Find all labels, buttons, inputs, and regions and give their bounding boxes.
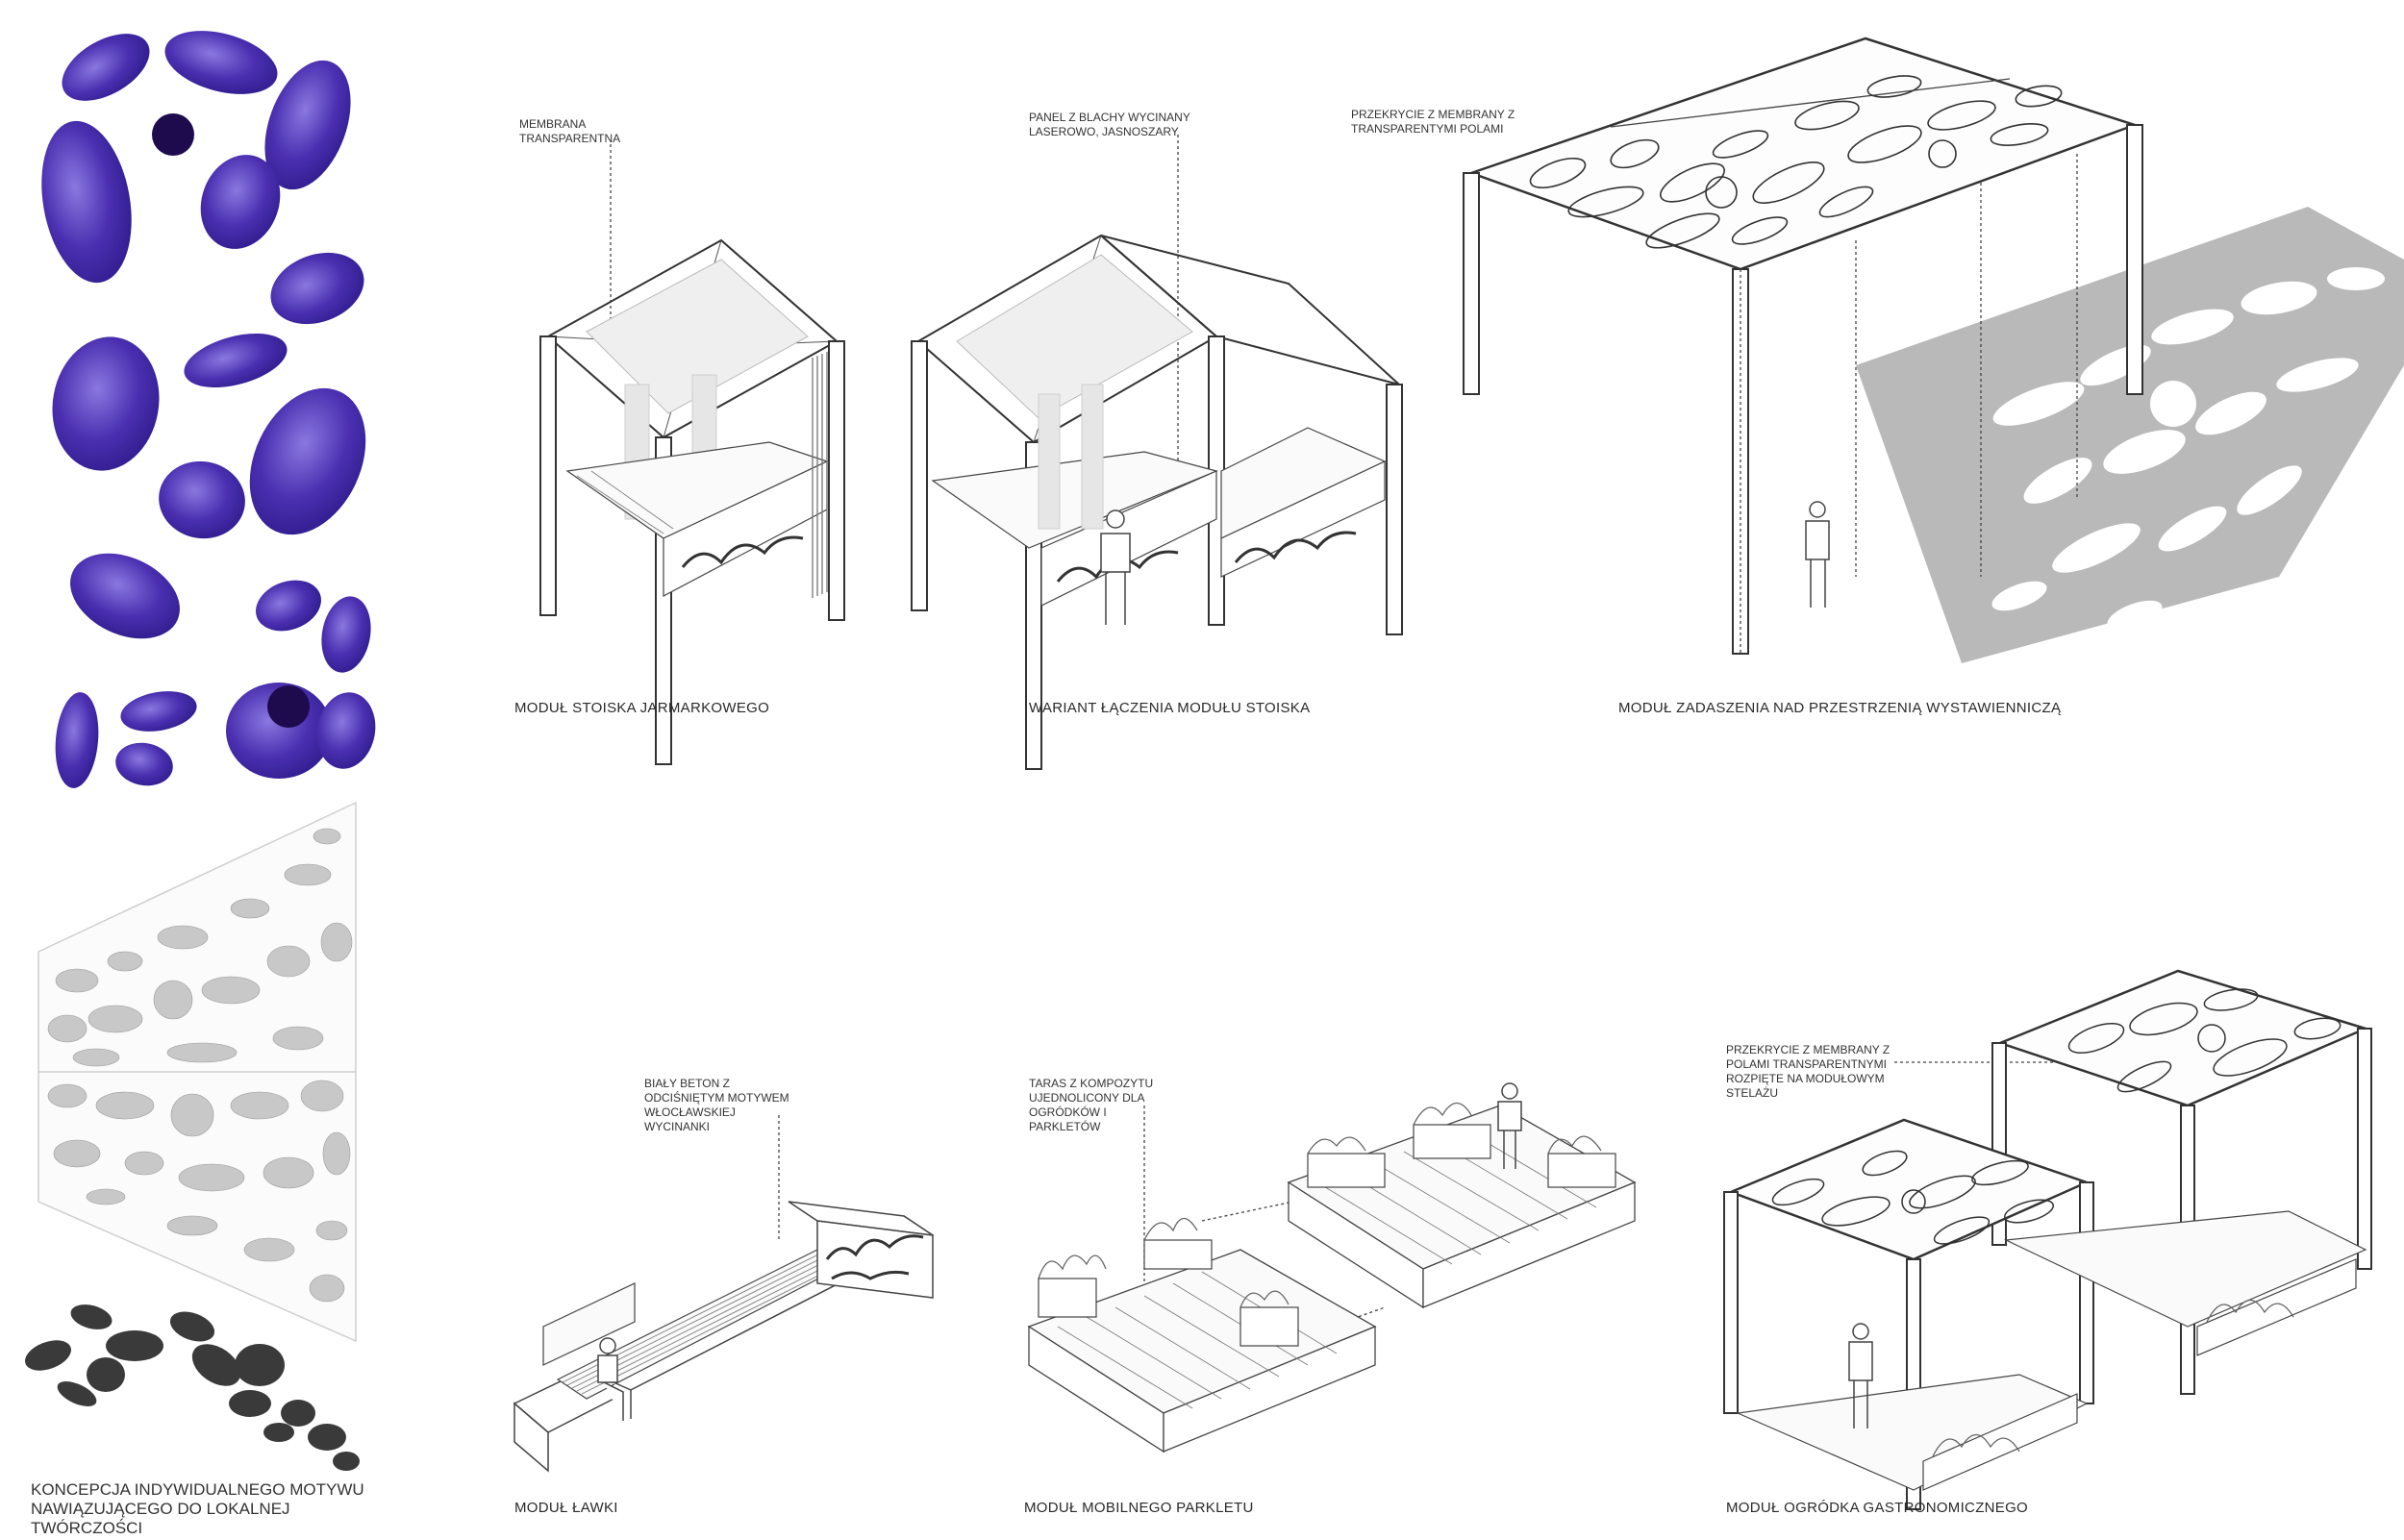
bench-drawing	[513, 1115, 935, 1473]
bench-panel: BIAŁY BETON Z ODCIŚNIĘTYM MOTYWEM WŁOCŁA…	[500, 1048, 962, 1540]
motif-silhouette	[25, 1304, 360, 1471]
stall-module-panel: MEMBRANA TRANSPARENTNA MODUŁ STOISKA JAR…	[500, 96, 904, 765]
stall-variant-caption: WARIANT ŁĄCZENIA MODUŁU STOISKA	[1029, 700, 1311, 716]
garden-note: PRZEKRYCIE Z MEMBRANY Z POLAMI TRANSPARE…	[1726, 1043, 1891, 1100]
canopy-shadow	[1856, 207, 2404, 663]
stall-note: MEMBRANA TRANSPARENTNA	[519, 117, 621, 145]
garden-drawing	[1723, 969, 2372, 1510]
canopy-note: PRZEKRYCIE Z MEMBRANY Z TRANSPARENTYMI P…	[1351, 108, 1515, 136]
garden-panel: PRZEKRYCIE Z MEMBRANY Z POLAMI TRANSPARE…	[1712, 923, 2404, 1540]
stall-variant-drawing	[911, 135, 1403, 770]
stall-variant-note: PANEL Z BLACHY WYCINANY LASEROWO, JASNOS…	[1029, 111, 1190, 138]
concept-caption: KONCEPCJA INDYWIDUALNEGO MOTYWU NAWIĄZUJ…	[31, 1480, 364, 1537]
parklet-note: TARAS Z KOMPOZYTU UJEDNOLICONY DLA OGRÓD…	[1029, 1077, 1154, 1133]
parklet-caption: MODUŁ MOBILNEGO PARKLETU	[1024, 1500, 1254, 1516]
parklet-drawing	[1027, 1082, 1637, 1453]
motif-pattern-triangle	[38, 801, 357, 1343]
bench-caption: MODUŁ ŁAWKI	[514, 1500, 618, 1516]
parklet-panel: TARAS Z KOMPOZYTU UJEDNOLICONY DLA OGRÓD…	[1010, 1038, 1683, 1540]
person-figure	[1497, 1082, 1522, 1169]
motif-panel: KONCEPCJA INDYWIDUALNEGO MOTYWU NAWIĄZUJ…	[0, 0, 404, 1540]
stall-variant-panel: PANEL Z BLACHY WYCINANY LASEROWO, JASNOS…	[904, 96, 1423, 770]
canopy-caption: MODUŁ ZADASZENIA NAD PRZESTRZENIĄ WYSTAW…	[1618, 700, 2062, 716]
person-figure	[597, 1337, 632, 1421]
bench-note: BIAŁY BETON Z ODCIŚNIĘTYM MOTYWEM WŁOCŁA…	[644, 1077, 789, 1133]
canopy-panel: PRZEKRYCIE Z MEMBRANY Z TRANSPARENTYMI P…	[1351, 37, 2404, 731]
person-figure	[1100, 509, 1131, 625]
garden-caption: MODUŁ OGRÓDKA GASTRONOMICZNEGO	[1726, 1500, 2029, 1516]
folk-flower-motif-painting	[41, 31, 376, 788]
stall-caption: MODUŁ STOISKA JARMARKOWEGO	[514, 700, 770, 716]
person-figure	[1848, 1323, 1873, 1428]
canopy-drawing	[1463, 37, 2404, 663]
person-figure	[1805, 501, 1830, 608]
stall-drawing	[539, 144, 845, 765]
